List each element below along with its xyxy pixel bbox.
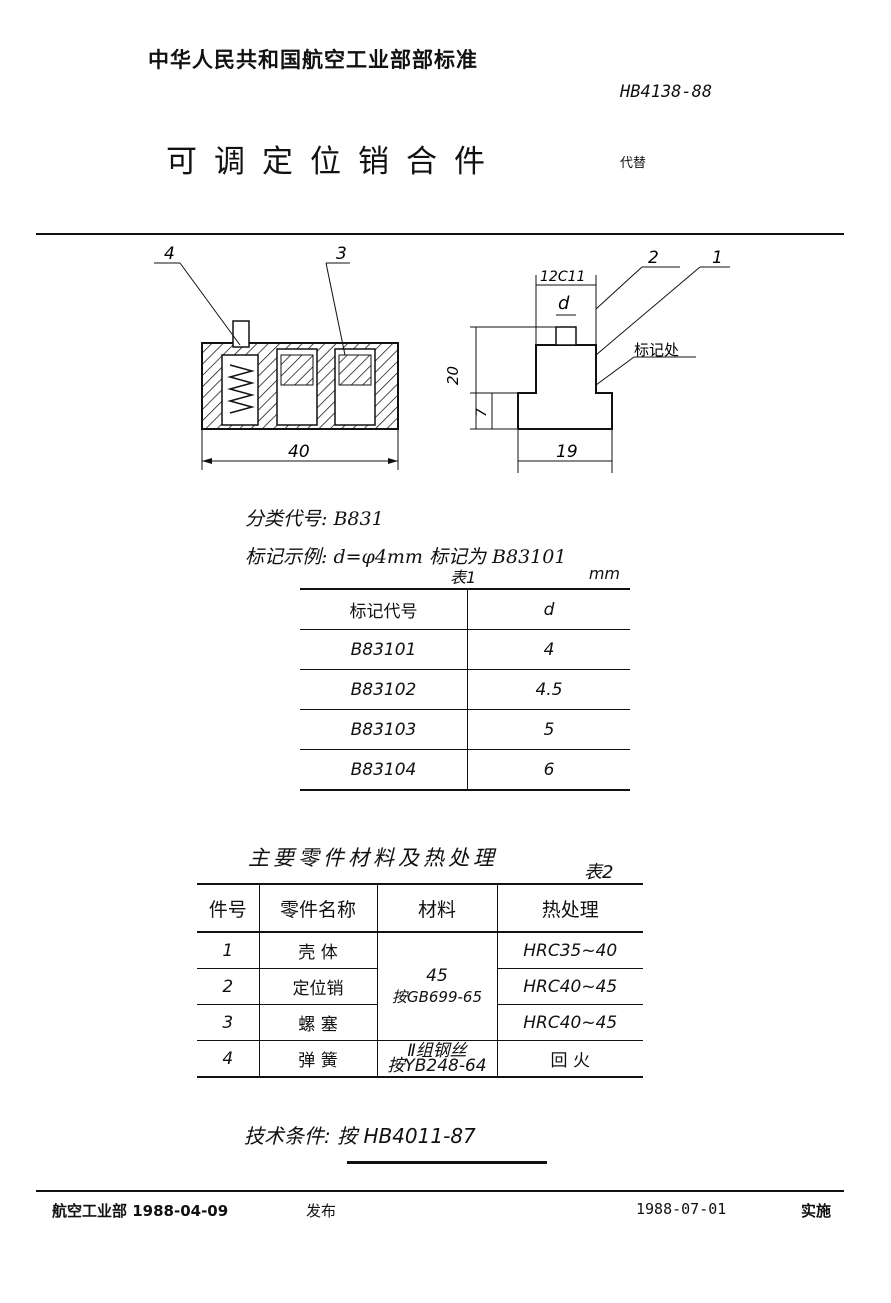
label-part-2: 2: [648, 248, 659, 268]
table-cell: 定位销: [258, 968, 377, 1005]
label-part-3: 3: [336, 245, 347, 264]
table2-caption: 表2: [584, 862, 614, 883]
dim-width-left: 40: [288, 442, 310, 462]
material-main-a: 45: [426, 966, 448, 986]
table-cell: 1: [197, 932, 259, 969]
standard-number: HB4138-88: [620, 82, 713, 102]
table2-header-no: 件号: [197, 884, 259, 933]
table-cell: 4.5: [467, 669, 630, 710]
footer-impl-date: 1988-07-01: [636, 1200, 727, 1218]
label-part-1: 1: [712, 248, 723, 268]
table1-header-code: 标记代号: [300, 589, 468, 630]
dim-d: d: [558, 293, 570, 314]
table-row: 4 弹 簧 Ⅱ组钢丝 按YB248-64 回 火: [197, 1040, 643, 1078]
technical-drawing: 4 3 40 12C11 d 20 7 19 2 1 标记处: [154, 245, 730, 473]
material-spring-b: 按YB248-64: [387, 1055, 487, 1076]
table-cell: B83104: [300, 749, 468, 791]
dim-top: 12C11: [540, 269, 585, 285]
table-row: 件号 零件名称 材料 热处理: [197, 884, 643, 933]
table-row: 标记代号 d: [300, 589, 630, 630]
document-title: 可调定位销合件: [166, 144, 502, 180]
table-row: B83103 5: [300, 709, 630, 750]
table-cell: 2: [197, 968, 259, 1005]
table1-header-d: d: [467, 589, 630, 630]
dim-width-right: 19: [556, 442, 578, 462]
table-cell: 6: [467, 749, 630, 791]
body-section-view: [154, 262, 399, 470]
material-cell-spring: Ⅱ组钢丝 按YB248-64: [376, 1040, 497, 1078]
table-cell: 螺 塞: [258, 1004, 377, 1041]
table2-header-name: 零件名称: [258, 884, 377, 933]
table1-unit: mm: [588, 564, 620, 583]
table-cell: 4: [467, 629, 630, 670]
table1-caption: 表1: [450, 568, 477, 587]
table2-header-material: 材料: [376, 884, 497, 933]
body-side-view: [470, 266, 730, 473]
table-row: B83101 4: [300, 629, 630, 670]
footer-issuer: 航空工业部 1988-04-09: [52, 1202, 229, 1220]
material-main-b: 按GB699-65: [391, 988, 483, 1006]
table-cell: 3: [197, 1004, 259, 1041]
table2-title: 主要零件材料及热处理: [248, 846, 498, 870]
table1: 标记代号 d B83101 4 B83102 4.5 B83103 5 B831…: [300, 588, 630, 791]
organization-header: 中华人民共和国航空工业部部标准: [148, 48, 478, 72]
mark-example: 标记示例: d=φ4mm 标记为 B83101: [245, 546, 567, 568]
table-row: 1 壳 体 45 按GB699-65 HRC35~40: [197, 932, 643, 1041]
mark-note: 标记处: [634, 341, 679, 359]
footer-publish: 发布: [306, 1202, 337, 1220]
bottom-rule: [36, 1190, 844, 1192]
dim-step: 7: [474, 408, 490, 417]
table-cell: B83103: [300, 709, 468, 750]
top-rule: [36, 233, 844, 235]
table-row: B83102 4.5: [300, 669, 630, 710]
technical-conditions: 技术条件: 按 HB4011-87: [244, 1124, 476, 1148]
table-row: 2 定位销 HRC40~45: [197, 968, 643, 1005]
dim-height: 20: [444, 366, 462, 385]
table2-header-heat: 热处理: [496, 884, 643, 933]
table-row: 3 螺 塞 HRC40~45: [197, 1004, 643, 1041]
table-cell: HRC40~45: [496, 968, 643, 1005]
table-cell: B83101: [300, 629, 468, 670]
table-cell: HRC40~45: [496, 1004, 643, 1041]
class-code: 分类代号: B831: [245, 508, 384, 530]
table-cell: B83102: [300, 669, 468, 710]
table-cell: 4: [197, 1040, 259, 1078]
material-cell-main: 45 按GB699-65: [376, 932, 497, 1041]
footer-impl: 实施: [801, 1202, 832, 1220]
table-cell: 5: [467, 709, 630, 750]
table2: 件号 零件名称 材料 热处理 1 壳 体 45 按GB699-65 HRC35~…: [197, 883, 643, 1078]
table1-caption-row: 表1 mm: [300, 564, 630, 588]
end-rule: [347, 1161, 547, 1164]
table-cell: HRC35~40: [496, 932, 643, 969]
table1-block: 表1 mm 标记代号 d B83101 4 B83102 4.5 B83103 …: [300, 564, 630, 791]
table-row: B83104 6: [300, 749, 630, 791]
replace-label: 代替: [620, 156, 647, 171]
label-part-4: 4: [164, 245, 175, 264]
table-cell: 壳 体: [258, 932, 377, 969]
table-cell: 回 火: [496, 1040, 643, 1078]
material-spring-a: Ⅱ组钢丝: [407, 1040, 467, 1061]
table-cell: 弹 簧: [258, 1040, 377, 1078]
